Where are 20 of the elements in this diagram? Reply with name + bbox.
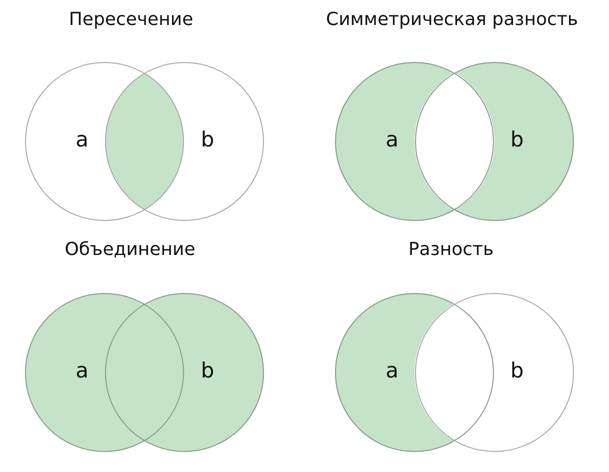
set-region xyxy=(25,62,184,220)
set-region xyxy=(414,292,574,452)
set-label: b xyxy=(510,130,524,150)
set-label: a xyxy=(76,130,88,150)
set-label: a xyxy=(386,130,398,150)
set-region xyxy=(25,292,184,452)
set-label: a xyxy=(386,360,398,382)
set-region xyxy=(105,62,264,220)
set-label: b xyxy=(200,130,214,150)
panel-title: Объединение xyxy=(64,239,196,261)
set-label: b xyxy=(200,360,214,382)
set-region xyxy=(414,62,574,220)
set-label: a xyxy=(76,360,88,382)
panel-title: Симметрическая разность xyxy=(326,9,578,31)
set-region xyxy=(335,292,494,452)
set-label: b xyxy=(510,360,524,382)
set-region xyxy=(105,292,264,452)
set-region xyxy=(335,62,494,220)
panel-title: Разность xyxy=(408,239,494,261)
panel-title: Пересечение xyxy=(68,9,194,31)
